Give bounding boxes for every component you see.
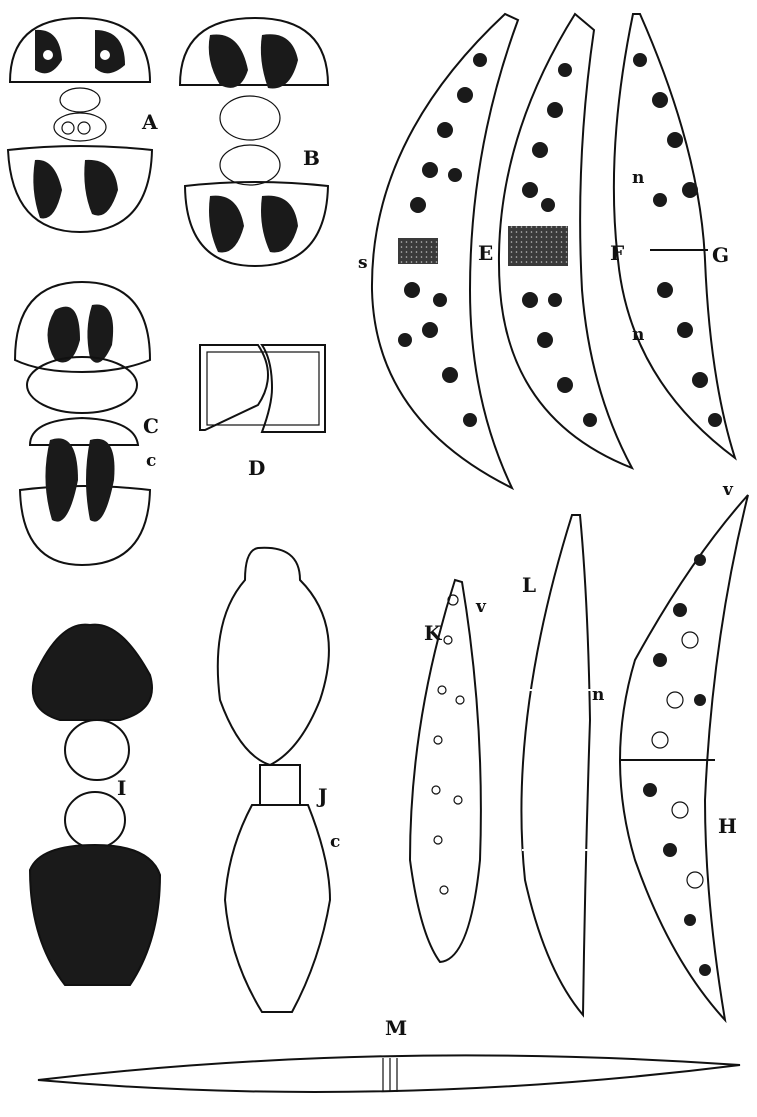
figure-j-cell xyxy=(218,548,330,1012)
label-i: I xyxy=(117,776,126,800)
label-g-part-n-top: n xyxy=(632,168,644,188)
label-c-part-c: c xyxy=(146,451,156,471)
figure-d-cell-wall xyxy=(200,345,325,432)
label-k: K xyxy=(424,621,442,645)
figure-g-cell xyxy=(614,14,735,458)
label-e: E xyxy=(478,241,493,265)
label-l: L xyxy=(522,573,536,597)
figure-m-cell xyxy=(38,1055,740,1092)
label-k-part-v: v xyxy=(475,597,487,617)
figure-k-cell xyxy=(410,580,481,962)
label-h-part-n: n xyxy=(592,685,604,705)
label-d: D xyxy=(248,456,265,480)
label-g: G xyxy=(712,243,729,267)
label-g-part-n-bottom: n xyxy=(632,325,644,345)
figure-h-cell xyxy=(620,495,748,1020)
label-c: C xyxy=(143,414,159,438)
label-e-part-s: s xyxy=(358,253,368,273)
label-a: A xyxy=(141,110,158,134)
figure-b-cell xyxy=(180,18,328,266)
label-j: J xyxy=(316,784,327,808)
label-h: H xyxy=(718,814,737,838)
figure-a-cell xyxy=(8,18,152,232)
figure-c-cell xyxy=(15,282,150,565)
label-j-part-c: c xyxy=(330,832,340,852)
label-h-part-v: v xyxy=(722,480,734,500)
label-m: M xyxy=(385,1016,407,1040)
label-b: B xyxy=(303,146,320,170)
figure-i-cell xyxy=(30,625,160,985)
figure-e-cell xyxy=(372,14,518,488)
